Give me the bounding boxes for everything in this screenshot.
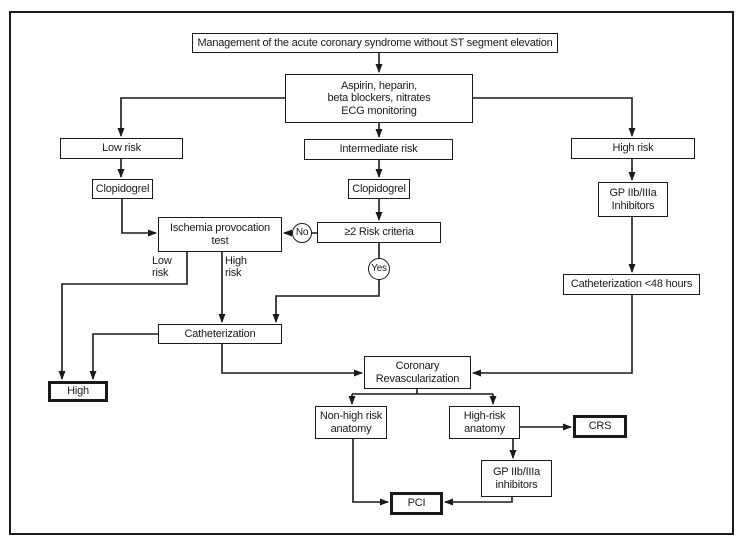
node-gp-inhibitors-low: GP IIb/IIIa inhibitors [481, 460, 552, 497]
node-high-risk-anatomy: High-risk anatomy [449, 406, 520, 439]
node-ischemia-test: Ischemia provocation test [158, 217, 282, 252]
connector-catheterization-to-high-outcome [89, 333, 158, 380]
connector-therapy-to-high-risk [473, 97, 636, 137]
node-high-outcome: High [48, 381, 108, 402]
decision-no-badge: No [292, 223, 312, 243]
node-intermediate-risk: Intermediate risk [304, 139, 453, 160]
node-initial-therapy: Aspirin, heparin, beta blockers, nitrate… [285, 74, 473, 123]
connector-gp-inhibitors-to-pci [444, 497, 513, 506]
node-non-high-risk-anatomy: Non-high risk anatomy [315, 406, 387, 439]
connector-cath48h-to-revascularization [472, 295, 633, 377]
figure-border [9, 11, 734, 535]
connector-clopidogrel-to-ischemia-test [121, 199, 157, 237]
node-catheterization: Catheterization [158, 324, 282, 344]
label-test-result-low: Low risk [152, 255, 172, 279]
node-clopidogrel-low: Clopidogrel [92, 179, 153, 199]
connector-catheterization-to-revascularization [221, 344, 363, 377]
node-crs: CRS [573, 415, 627, 438]
node-high-risk: High risk [571, 138, 695, 159]
decision-yes-badge: Yes [368, 258, 390, 280]
node-risk-criteria: ≥2 Risk criteria [317, 222, 441, 243]
label-test-result-high: High risk [225, 255, 247, 279]
node-title: Management of the acute coronary syndrom… [192, 33, 558, 53]
node-gp-inhibitors-high: GP IIb/IIIa Inhibitors [598, 182, 668, 217]
connector-non-high-anatomy-to-pci [352, 439, 389, 506]
node-catheterization-48h: Catheterization <48 hours [563, 274, 700, 295]
connector-test-low-to-high-outcome [58, 252, 188, 380]
connector-yes-to-catheterization [272, 243, 380, 323]
node-clopidogrel-intermediate: Clopidogrel [348, 179, 410, 199]
node-coronary-revascularization: Coronary Revascularization [364, 356, 471, 389]
connector-therapy-to-low-risk [117, 97, 285, 137]
node-low-risk: Low risk [60, 138, 183, 159]
node-pci: PCI [390, 492, 443, 515]
